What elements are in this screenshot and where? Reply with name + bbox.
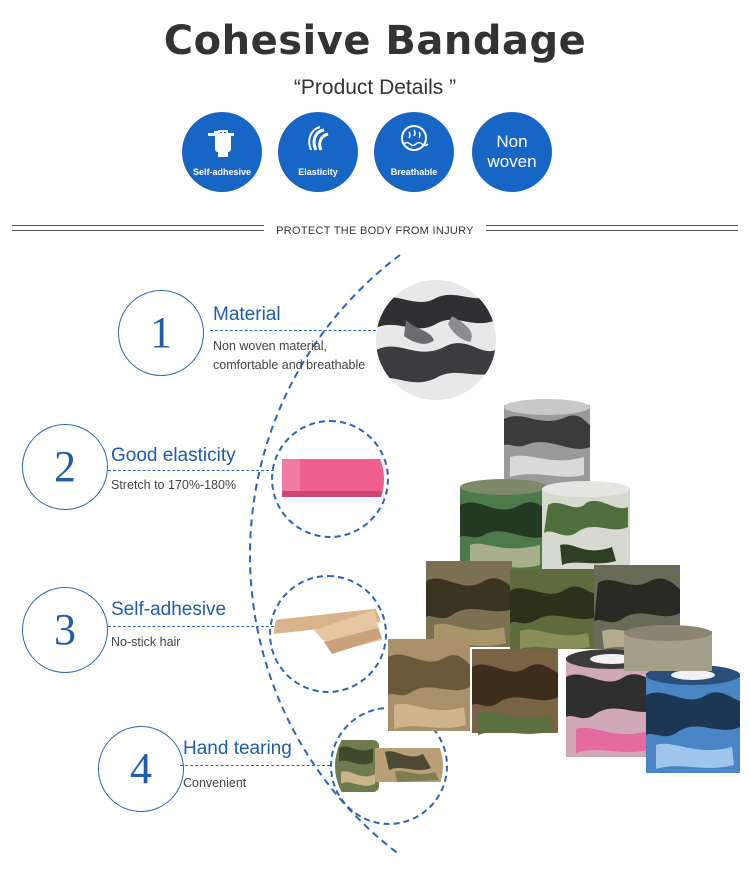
divider-text: PROTECT THE BODY FROM INJURY — [276, 225, 474, 237]
divider-right — [486, 225, 738, 231]
feature-title-hand-tearing: Hand tearing — [183, 738, 292, 759]
feature-number-4: 4 — [98, 726, 184, 812]
feature-desc-self-adhesive: No-stick hair — [111, 635, 181, 649]
roll-brown-camo — [472, 649, 558, 735]
roll-blue-camo — [646, 665, 740, 773]
feature-desc-line: Non woven material, — [213, 339, 327, 353]
breathable-icon — [401, 125, 429, 151]
feature-underline — [108, 470, 274, 471]
roll-woodland-camo — [426, 561, 512, 647]
feature-desc-line: comfortable and breathable — [213, 358, 366, 372]
feature-title-good-elasticity: Good elasticity — [111, 445, 236, 466]
roll-olive-camo — [510, 569, 596, 649]
badge-label: Self-adhesive — [192, 167, 252, 177]
badge-label: Non woven — [487, 132, 537, 171]
page-subtitle: “Product Details ” — [293, 76, 457, 99]
fist-grip-icon — [208, 130, 234, 157]
feature-title-self-adhesive: Self-adhesive — [111, 599, 227, 620]
badge-self-adhesive: Self-adhesive — [182, 112, 262, 192]
badge-breathable: Breathable — [374, 112, 454, 192]
divider-left — [12, 225, 264, 231]
self-adhesive-photo — [274, 580, 382, 688]
roll-white-green-camo — [542, 481, 630, 571]
badge-label: Breathable — [390, 167, 438, 177]
feature-underline — [180, 765, 330, 766]
roll-back-right — [624, 625, 712, 671]
roll-pink-camo — [566, 649, 658, 757]
roll-grey-camo — [504, 399, 590, 485]
material-photo — [376, 280, 496, 400]
feature-desc-material: Non woven material, comfortable and brea… — [213, 337, 365, 375]
feature-number-2: 2 — [22, 424, 108, 510]
feature-underline — [108, 626, 274, 627]
feature-desc-hand-tearing: Convenient — [183, 776, 247, 790]
badge-non-woven: Non woven — [472, 112, 552, 192]
page-title: Cohesive Bandage — [163, 18, 587, 64]
badge-elasticity: Elasticity — [278, 112, 358, 192]
elasticity-photo — [276, 425, 384, 533]
feature-title-material: Material — [213, 304, 281, 325]
feature-underline — [210, 330, 376, 331]
badge-label: Elasticity — [298, 167, 338, 177]
product-rolls-image — [388, 399, 740, 773]
roll-green-camo — [460, 479, 548, 571]
elasticity-photo-frame — [271, 420, 389, 538]
stretch-wave-icon — [308, 126, 329, 151]
self-adhesive-photo-frame — [269, 575, 387, 693]
feature-number-3: 3 — [22, 587, 108, 673]
feature-desc-elasticity: Stretch to 170%-180% — [111, 478, 237, 492]
roll-desert-camo — [388, 639, 470, 731]
feature-number-1: 1 — [118, 290, 204, 376]
